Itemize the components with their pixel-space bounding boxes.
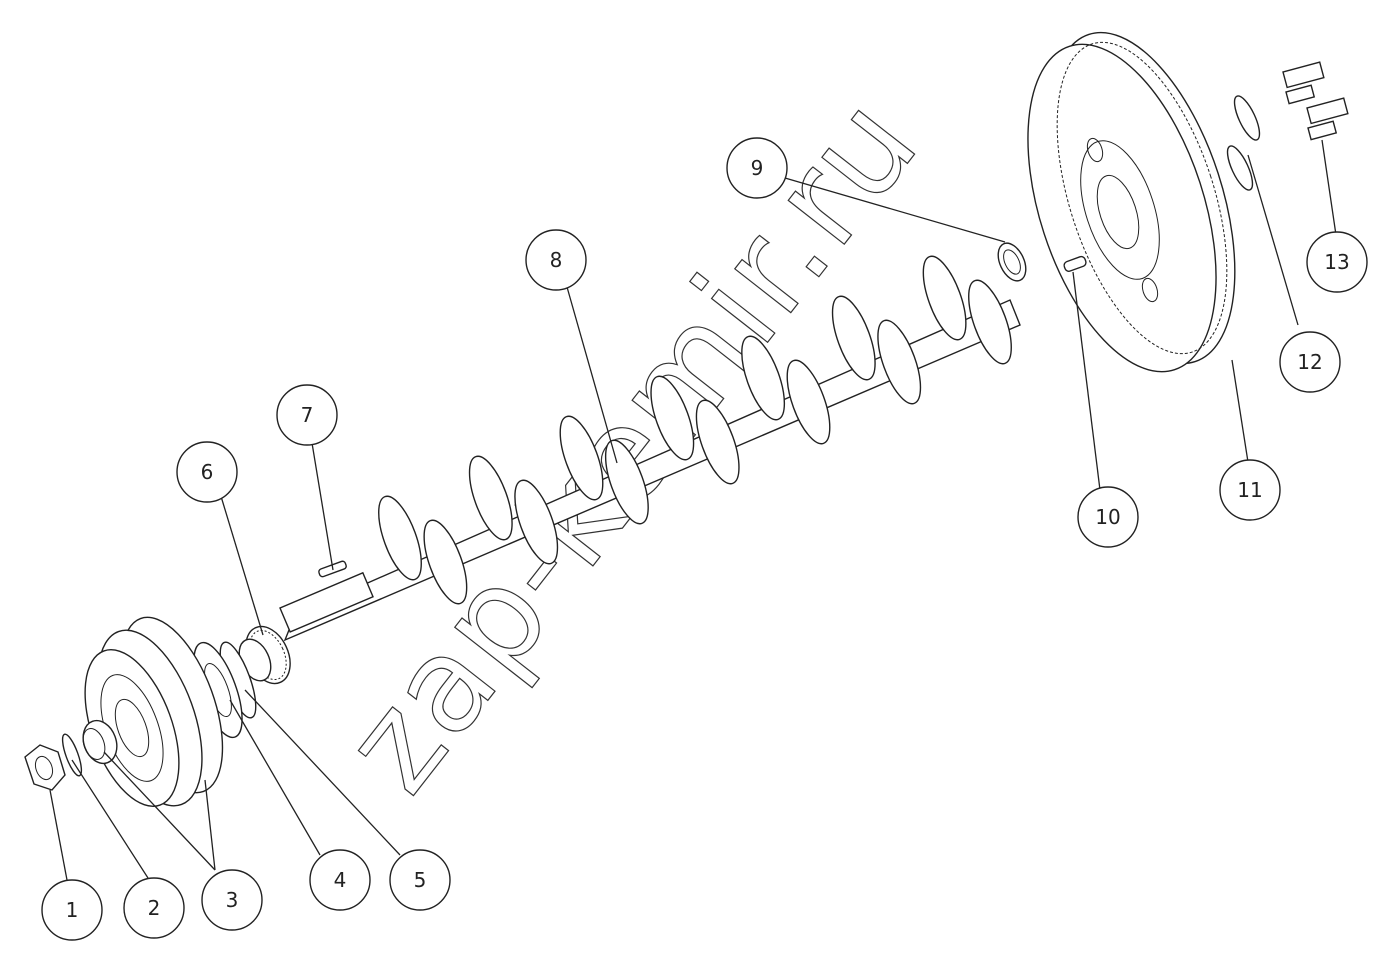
callout-8-label: 8 xyxy=(550,248,563,272)
leader-lines xyxy=(49,139,1337,881)
part-crankshaft xyxy=(279,255,1021,642)
callout-12: 12 xyxy=(1279,331,1341,393)
callout-13: 13 xyxy=(1306,231,1368,293)
callout-11: 11 xyxy=(1219,459,1281,521)
callout-6-label: 6 xyxy=(201,460,214,484)
callout-4: 4 xyxy=(309,849,371,911)
callout-6: 6 xyxy=(176,441,238,503)
callout-8: 8 xyxy=(525,229,587,291)
callout-1: 1 xyxy=(41,879,103,941)
callout-10: 10 xyxy=(1077,486,1139,548)
callout-4-label: 4 xyxy=(334,868,347,892)
crankshaft-web xyxy=(695,399,740,485)
callout-1-label: 1 xyxy=(66,898,79,922)
part-nut xyxy=(24,744,66,791)
crankshaft-web xyxy=(741,335,786,421)
callout-11-label: 11 xyxy=(1237,478,1262,502)
crankshaft-web xyxy=(877,319,922,405)
part-timing-gear xyxy=(238,625,291,685)
part-washers xyxy=(1226,95,1261,191)
crankshaft-web xyxy=(514,479,559,565)
callout-10-label: 10 xyxy=(1095,505,1120,529)
crankshaft-web xyxy=(378,495,422,581)
callout-7: 7 xyxy=(276,384,338,446)
callout-2: 2 xyxy=(123,877,185,939)
callout-12-label: 12 xyxy=(1297,350,1322,374)
crankshaft-web xyxy=(559,415,604,501)
callout-13-label: 13 xyxy=(1324,250,1349,274)
callout-9: 9 xyxy=(726,137,788,199)
part-flywheel xyxy=(1027,31,1236,373)
callout-9-label: 9 xyxy=(751,156,764,180)
callout-3: 3 xyxy=(201,869,263,931)
crankshaft-web xyxy=(968,279,1012,365)
part-rear-bearing xyxy=(997,242,1027,282)
crankshaft-web xyxy=(423,519,468,605)
callout-3-label: 3 xyxy=(226,888,239,912)
watermark: zap-kemir.ru xyxy=(314,68,948,820)
crankshaft-web xyxy=(468,455,513,541)
callout-5: 5 xyxy=(389,849,451,911)
part-bushing xyxy=(82,719,118,765)
crankshaft-web xyxy=(831,295,876,381)
callout-7-label: 7 xyxy=(301,403,314,427)
callout-2-label: 2 xyxy=(148,896,161,920)
callout-5-label: 5 xyxy=(414,868,427,892)
part-flywheel-bolts xyxy=(1282,61,1349,141)
part-pulley xyxy=(84,616,224,807)
crankshaft-web xyxy=(650,375,695,461)
part-washer xyxy=(61,733,83,777)
crankshaft-web xyxy=(922,255,967,341)
part-dowel-pin xyxy=(1063,255,1087,272)
crankshaft-web xyxy=(786,359,831,445)
watermark-text: zap-kemir.ru xyxy=(315,69,948,819)
